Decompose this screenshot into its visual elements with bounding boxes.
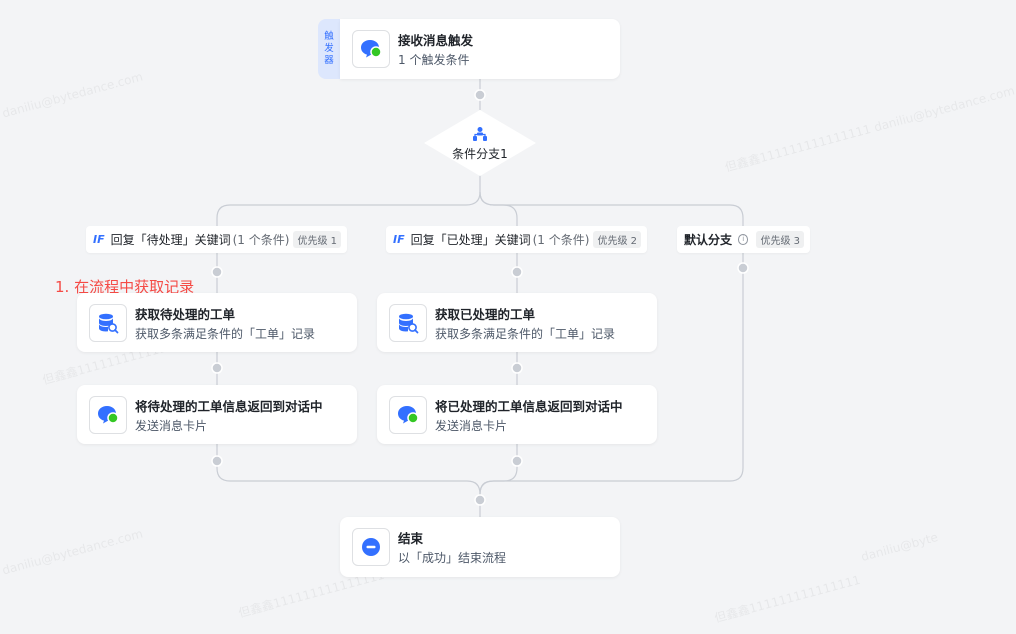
condition-count: (1 个条件) xyxy=(532,233,590,247)
connector-lines xyxy=(211,79,749,517)
branch-diamond xyxy=(424,110,536,176)
end-card[interactable]: 结束 以「成功」结束流程 xyxy=(340,517,620,577)
trigger-title: 接收消息触发 xyxy=(398,33,474,48)
step-subtitle: 获取多条满足条件的「工单」记录 xyxy=(135,327,316,341)
add-node-dot xyxy=(474,494,486,506)
add-node-dot xyxy=(211,362,223,374)
add-node-dot xyxy=(511,362,523,374)
step-title: 将已处理的工单信息返回到对话中 xyxy=(435,399,623,414)
step-send-processed[interactable]: 将已处理的工单信息返回到对话中 发送消息卡片 xyxy=(377,385,657,444)
connector-mid-merge xyxy=(479,444,518,495)
end-subtitle: 以「成功」结束流程 xyxy=(398,551,507,565)
trigger-subtitle: 1 个触发条件 xyxy=(398,53,470,67)
add-node-dot xyxy=(211,266,223,278)
add-node-dot xyxy=(211,455,223,467)
step-subtitle: 获取多条满足条件的「工单」记录 xyxy=(435,327,616,341)
add-node-dot xyxy=(511,455,523,467)
step-title: 获取待处理的工单 xyxy=(135,307,236,322)
connector-right-merge xyxy=(479,252,744,495)
flow-canvas: daniliu@bytedance.com 但鑫鑫111111111111111… xyxy=(1,19,1016,625)
database-search-icon xyxy=(389,304,427,342)
step-subtitle: 发送消息卡片 xyxy=(435,419,508,433)
add-node-dot xyxy=(474,89,486,101)
branch-people-icon xyxy=(472,126,488,142)
message-bubble-icon xyxy=(352,30,390,68)
connector-branch-mid xyxy=(479,191,518,226)
step-send-pending[interactable]: 将待处理的工单信息返回到对话中 发送消息卡片 xyxy=(77,385,357,444)
step-get-pending[interactable]: 获取待处理的工单 获取多条满足条件的「工单」记录 xyxy=(77,293,357,352)
branch-node-label[interactable]: 条件分支1 xyxy=(452,147,508,161)
condition-branch-1[interactable]: IF 回复「待处理」关键词 (1 个条件) 优先级 1 xyxy=(86,226,347,253)
priority-badge: 优先级 1 xyxy=(293,231,341,248)
add-node-dot xyxy=(737,262,749,274)
if-badge: IF xyxy=(393,233,405,246)
stop-circle-icon xyxy=(352,528,390,566)
add-node-dot xyxy=(511,266,523,278)
step-title: 获取已处理的工单 xyxy=(435,307,536,322)
connector-left-merge xyxy=(216,444,481,495)
connector-branch-left xyxy=(216,191,481,226)
condition-label: 回复「待处理」关键词 xyxy=(110,233,231,247)
step-title: 将待处理的工单信息返回到对话中 xyxy=(135,399,323,414)
trigger-card[interactable]: 接收消息触发 1 个触发条件 xyxy=(340,19,620,79)
step-subtitle: 发送消息卡片 xyxy=(135,419,208,433)
database-search-icon xyxy=(89,304,127,342)
priority-badge: 优先级 3 xyxy=(756,231,804,248)
annotation-text: 1. 在流程中获取记录 xyxy=(55,278,195,296)
condition-branch-default[interactable]: 默认分支 i 优先级 3 xyxy=(677,226,810,253)
condition-label: 回复「已处理」关键词 xyxy=(410,233,531,247)
info-icon[interactable]: i xyxy=(738,234,749,245)
condition-label: 默认分支 xyxy=(684,233,733,247)
message-bubble-icon xyxy=(89,396,127,434)
connector-branch-right xyxy=(479,191,744,226)
condition-count: (1 个条件) xyxy=(232,233,290,247)
priority-badge: 优先级 2 xyxy=(593,231,641,248)
end-title: 结束 xyxy=(398,531,424,546)
condition-branch-2[interactable]: IF 回复「已处理」关键词 (1 个条件) 优先级 2 xyxy=(386,226,647,253)
trigger-tag: 触 发 器 xyxy=(318,19,340,79)
step-get-processed[interactable]: 获取已处理的工单 获取多条满足条件的「工单」记录 xyxy=(377,293,657,352)
message-bubble-icon xyxy=(389,396,427,434)
if-badge: IF xyxy=(93,233,105,246)
